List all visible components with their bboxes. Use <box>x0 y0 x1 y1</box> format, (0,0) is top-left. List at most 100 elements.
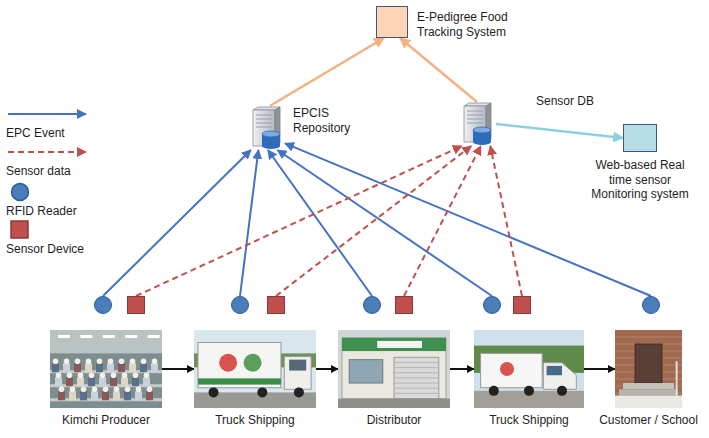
photo-detail <box>124 391 131 400</box>
caption-wrap: Distributor <box>338 413 450 428</box>
photo-detail <box>342 338 446 399</box>
photo-detail <box>58 391 65 400</box>
photo-detail <box>63 363 70 372</box>
photo-detail <box>52 363 59 372</box>
photo-detail <box>108 358 114 364</box>
photo-detail <box>394 372 439 373</box>
photo-detail <box>50 330 162 353</box>
photo-detail <box>500 362 514 376</box>
photo-detail <box>148 335 160 338</box>
photo-detail <box>615 330 682 408</box>
photo-detail <box>118 363 125 372</box>
stage-photo <box>50 330 162 408</box>
photo-detail <box>676 361 678 395</box>
epc-event-arrow <box>240 150 258 296</box>
label-wrap: Web-based Real time sensor Monitoring sy… <box>588 158 692 202</box>
photo-detail <box>103 335 115 338</box>
photo-detail <box>294 387 304 397</box>
photo-detail <box>113 391 120 400</box>
photo-detail <box>135 391 142 400</box>
photo-detail <box>619 389 678 395</box>
rfid-reader <box>642 296 660 314</box>
legend-dashed-arrow <box>8 151 86 153</box>
photo-detail <box>219 354 237 372</box>
system-box <box>376 6 408 38</box>
photo-detail <box>394 377 439 378</box>
database-base <box>473 139 491 145</box>
photo-detail <box>129 363 136 372</box>
flow-arrow <box>584 368 615 370</box>
node-label: Distributor <box>367 413 422 428</box>
photo-detail <box>489 386 499 396</box>
photo-detail <box>198 378 281 384</box>
database-top <box>473 127 491 133</box>
photo-detail <box>338 399 450 408</box>
supply-chain-stage: Customer / School <box>615 294 682 428</box>
flow-arrow <box>450 368 474 370</box>
photo-detail <box>100 372 106 378</box>
photo-detail <box>50 330 162 408</box>
photo-detail <box>97 358 103 364</box>
legend-sensor <box>11 221 28 238</box>
photo-detail <box>194 330 316 408</box>
server-icon <box>458 102 496 146</box>
legend-sample <box>6 220 92 240</box>
node-label: Sensor DB <box>536 94 594 109</box>
photo-detail <box>257 387 267 397</box>
photo-detail <box>80 391 87 400</box>
photo-detail <box>89 372 95 378</box>
server-slot <box>467 123 483 124</box>
legend-entry: Sensor data <box>6 142 92 179</box>
photo-detail <box>59 386 65 392</box>
photo-detail <box>55 377 62 386</box>
photo-detail <box>289 360 306 371</box>
server-drawing <box>458 102 496 146</box>
photo-detail <box>394 357 439 398</box>
photo-detail <box>110 377 117 386</box>
legend-label: EPC Event <box>6 126 92 141</box>
legend: EPC EventSensor dataRFID ReaderSensor De… <box>6 104 102 264</box>
sensor-data-arrow <box>404 146 481 296</box>
server-slot <box>467 119 483 120</box>
server-slot <box>256 115 272 116</box>
sensor-device <box>127 296 145 314</box>
server-drawing <box>247 106 285 150</box>
photo-detail <box>66 377 73 386</box>
photo-detail <box>141 358 147 364</box>
device-row <box>474 294 584 316</box>
photo-detail <box>107 363 114 372</box>
photo-detail <box>394 383 439 384</box>
system-node: E-Pedigree Food Tracking System <box>376 6 521 39</box>
photo-detail <box>147 386 153 392</box>
database-top <box>262 131 280 137</box>
photo-detail <box>67 372 73 378</box>
node-label: EPCIS Repository <box>293 106 373 135</box>
photo-detail <box>474 330 584 408</box>
photo-detail <box>146 391 153 400</box>
photo-detail <box>103 386 109 392</box>
photo-detail <box>547 366 562 375</box>
supply-chain-stage: Truck Shipping <box>194 294 316 428</box>
photo-detail <box>349 360 383 383</box>
photo-detail <box>130 358 136 364</box>
label-wrap: EPCIS Repository <box>293 106 373 135</box>
photo-detail <box>481 353 543 387</box>
photo-detail <box>70 386 76 392</box>
sensor-device <box>513 296 531 314</box>
legend-entry: EPC Event <box>6 104 92 141</box>
photo-detail <box>86 358 92 364</box>
photo-detail <box>125 386 131 392</box>
photo-detail <box>144 372 150 378</box>
photo-detail <box>77 377 84 386</box>
server-slot <box>467 115 483 116</box>
supply-chain-stage: Kimchi Producer <box>50 294 162 428</box>
photo-detail <box>88 377 95 386</box>
legend-label: Sensor data <box>6 164 92 179</box>
photo-detail <box>78 372 84 378</box>
photo-detail <box>338 330 450 408</box>
photo-detail <box>92 386 98 392</box>
photo-detail <box>394 393 439 394</box>
photo-detail <box>111 372 117 378</box>
epc-event-arrow <box>103 150 251 296</box>
